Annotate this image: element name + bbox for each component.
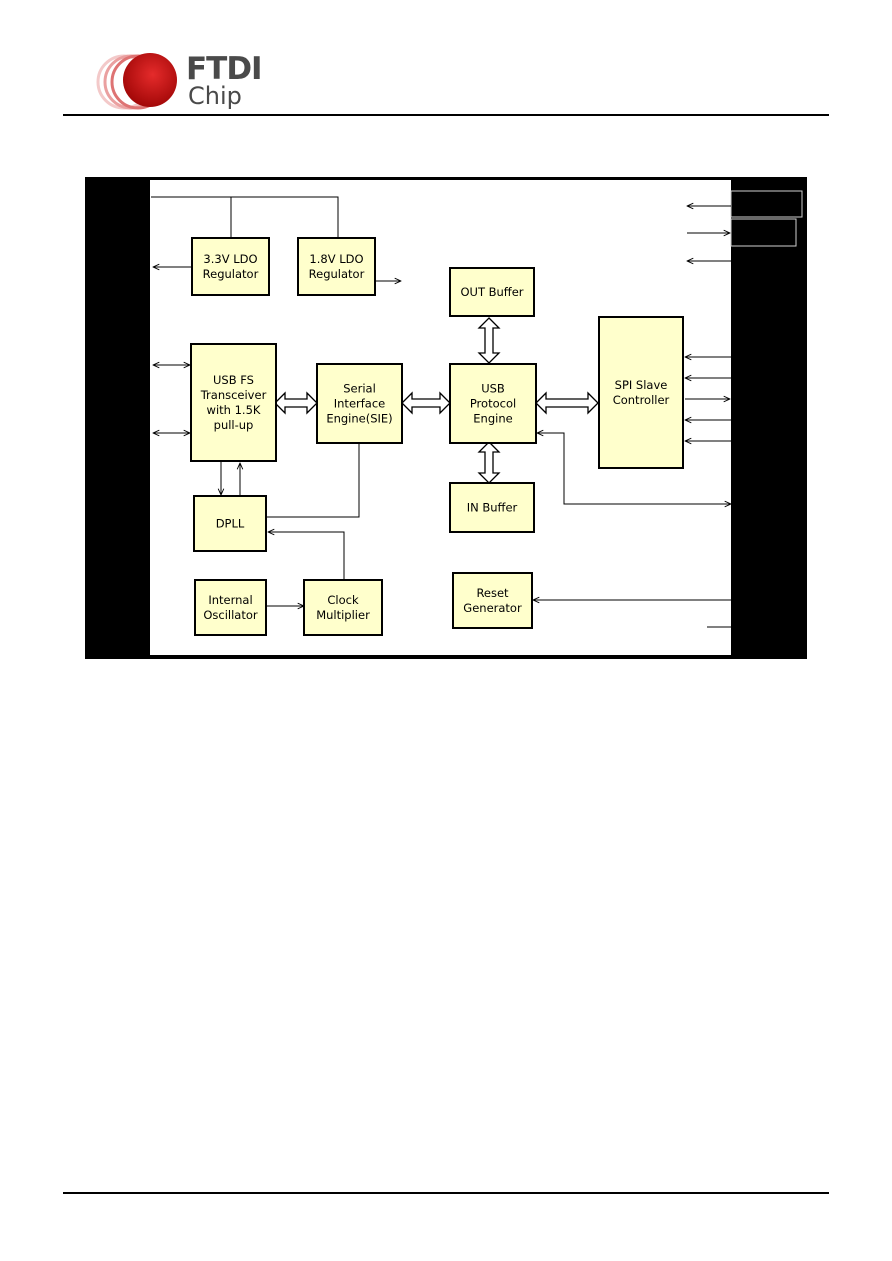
block-usbfs-label: Transceiver: [200, 388, 267, 402]
block-usbfs-label: USB FS: [213, 373, 254, 387]
block-osc-label: Internal: [208, 593, 252, 607]
block-ldo33-label: Regulator: [203, 267, 259, 281]
left-pin-panel: [85, 177, 150, 659]
block-sie-label: Serial: [343, 382, 376, 396]
block-sie-label: Interface: [334, 397, 386, 411]
block-outbuf: OUT Buffer: [449, 267, 535, 317]
block-dpll-label: DPLL: [216, 517, 245, 531]
ftdi-logo-icon: [96, 53, 177, 110]
block-reset-label: Reset: [476, 586, 509, 600]
block-clk-label: Multiplier: [316, 608, 370, 622]
block-inbuf-label: IN Buffer: [467, 501, 518, 515]
block-osc-label: Oscillator: [203, 608, 258, 622]
block-upe-label: Protocol: [470, 397, 516, 411]
block-usbfs-label: with 1.5K: [207, 403, 261, 417]
block-usbfs-label: pull-up: [214, 418, 254, 432]
brand-subname: Chip: [188, 82, 242, 110]
block-clk-label: Clock: [327, 593, 359, 607]
block-ldo33-label: 3.3V LDO: [203, 252, 257, 266]
block-ldo18-label: Regulator: [309, 267, 365, 281]
right-pin-panel: [731, 177, 807, 659]
block-ldo18-label: 1.8V LDO: [309, 252, 363, 266]
block-inbuf: IN Buffer: [449, 482, 535, 533]
header-divider: [63, 114, 829, 116]
block-reset-label: Generator: [463, 601, 522, 615]
block-upe-label: Engine: [473, 412, 512, 426]
brand-name: FTDI: [186, 51, 263, 87]
footer-divider: [63, 1192, 829, 1194]
block-dpll: DPLL: [193, 495, 267, 552]
block-sie-label: Engine(SIE): [326, 412, 392, 426]
block-spi-label: SPI Slave: [615, 378, 668, 392]
block-spi-label: Controller: [613, 393, 670, 407]
block-outbuf-label: OUT Buffer: [460, 285, 523, 299]
block-upe-label: USB: [481, 382, 505, 396]
